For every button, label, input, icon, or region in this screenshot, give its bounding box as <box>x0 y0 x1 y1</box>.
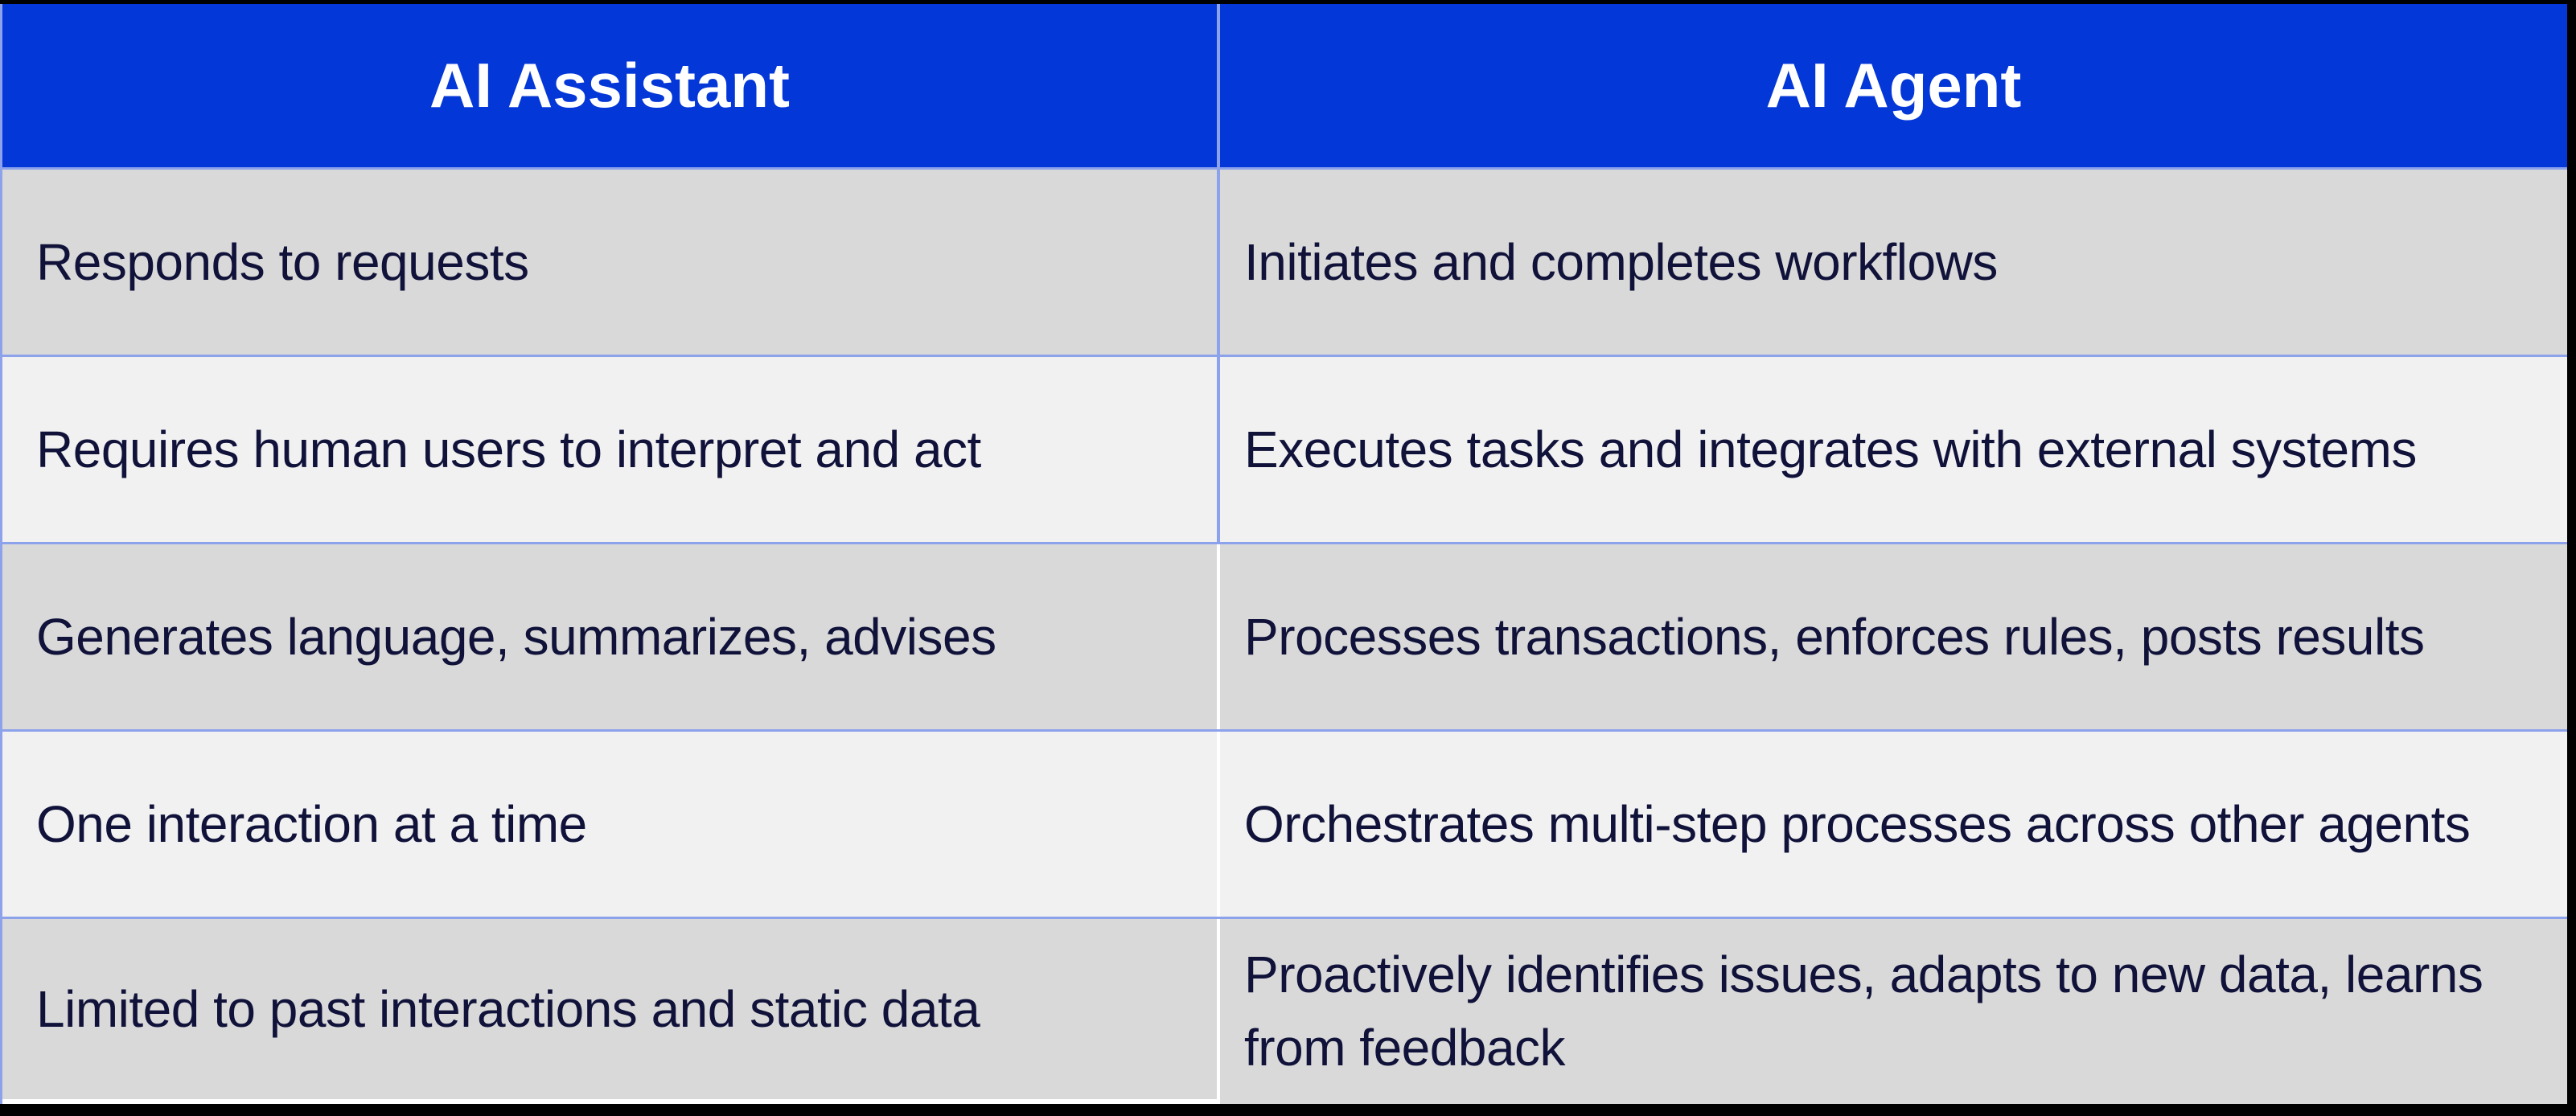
assistant-cell: Responds to requests <box>2 170 1220 355</box>
agent-cell: Proactively identifies issues, adapts to… <box>1220 919 2567 1104</box>
assistant-cell: Requires human users to interpret and ac… <box>2 357 1220 542</box>
table-row: Generates language, summarizes, advises … <box>2 542 2567 729</box>
table-row: Requires human users to interpret and ac… <box>2 355 2567 542</box>
header-cell-ai-agent: AI Agent <box>1220 4 2567 167</box>
header-row: AI Assistant AI Agent <box>2 4 2567 167</box>
table-row: Responds to requests Initiates and compl… <box>2 167 2567 355</box>
agent-cell: Initiates and completes workflows <box>1220 170 2567 355</box>
assistant-cell: Generates language, summarizes, advises <box>2 544 1220 729</box>
agent-cell: Executes tasks and integrates with exter… <box>1220 357 2567 542</box>
assistant-cell: One interaction at a time <box>2 732 1220 917</box>
comparison-table: AI Assistant AI Agent Responds to reques… <box>0 4 2567 1104</box>
table-row: Limited to past interactions and static … <box>2 917 2567 1104</box>
header-cell-ai-assistant: AI Assistant <box>2 4 1220 167</box>
agent-cell: Orchestrates multi-step processes across… <box>1220 732 2567 917</box>
agent-cell: Processes transactions, enforces rules, … <box>1220 544 2567 729</box>
table-row: One interaction at a time Orchestrates m… <box>2 729 2567 917</box>
assistant-cell: Limited to past interactions and static … <box>2 919 1220 1104</box>
